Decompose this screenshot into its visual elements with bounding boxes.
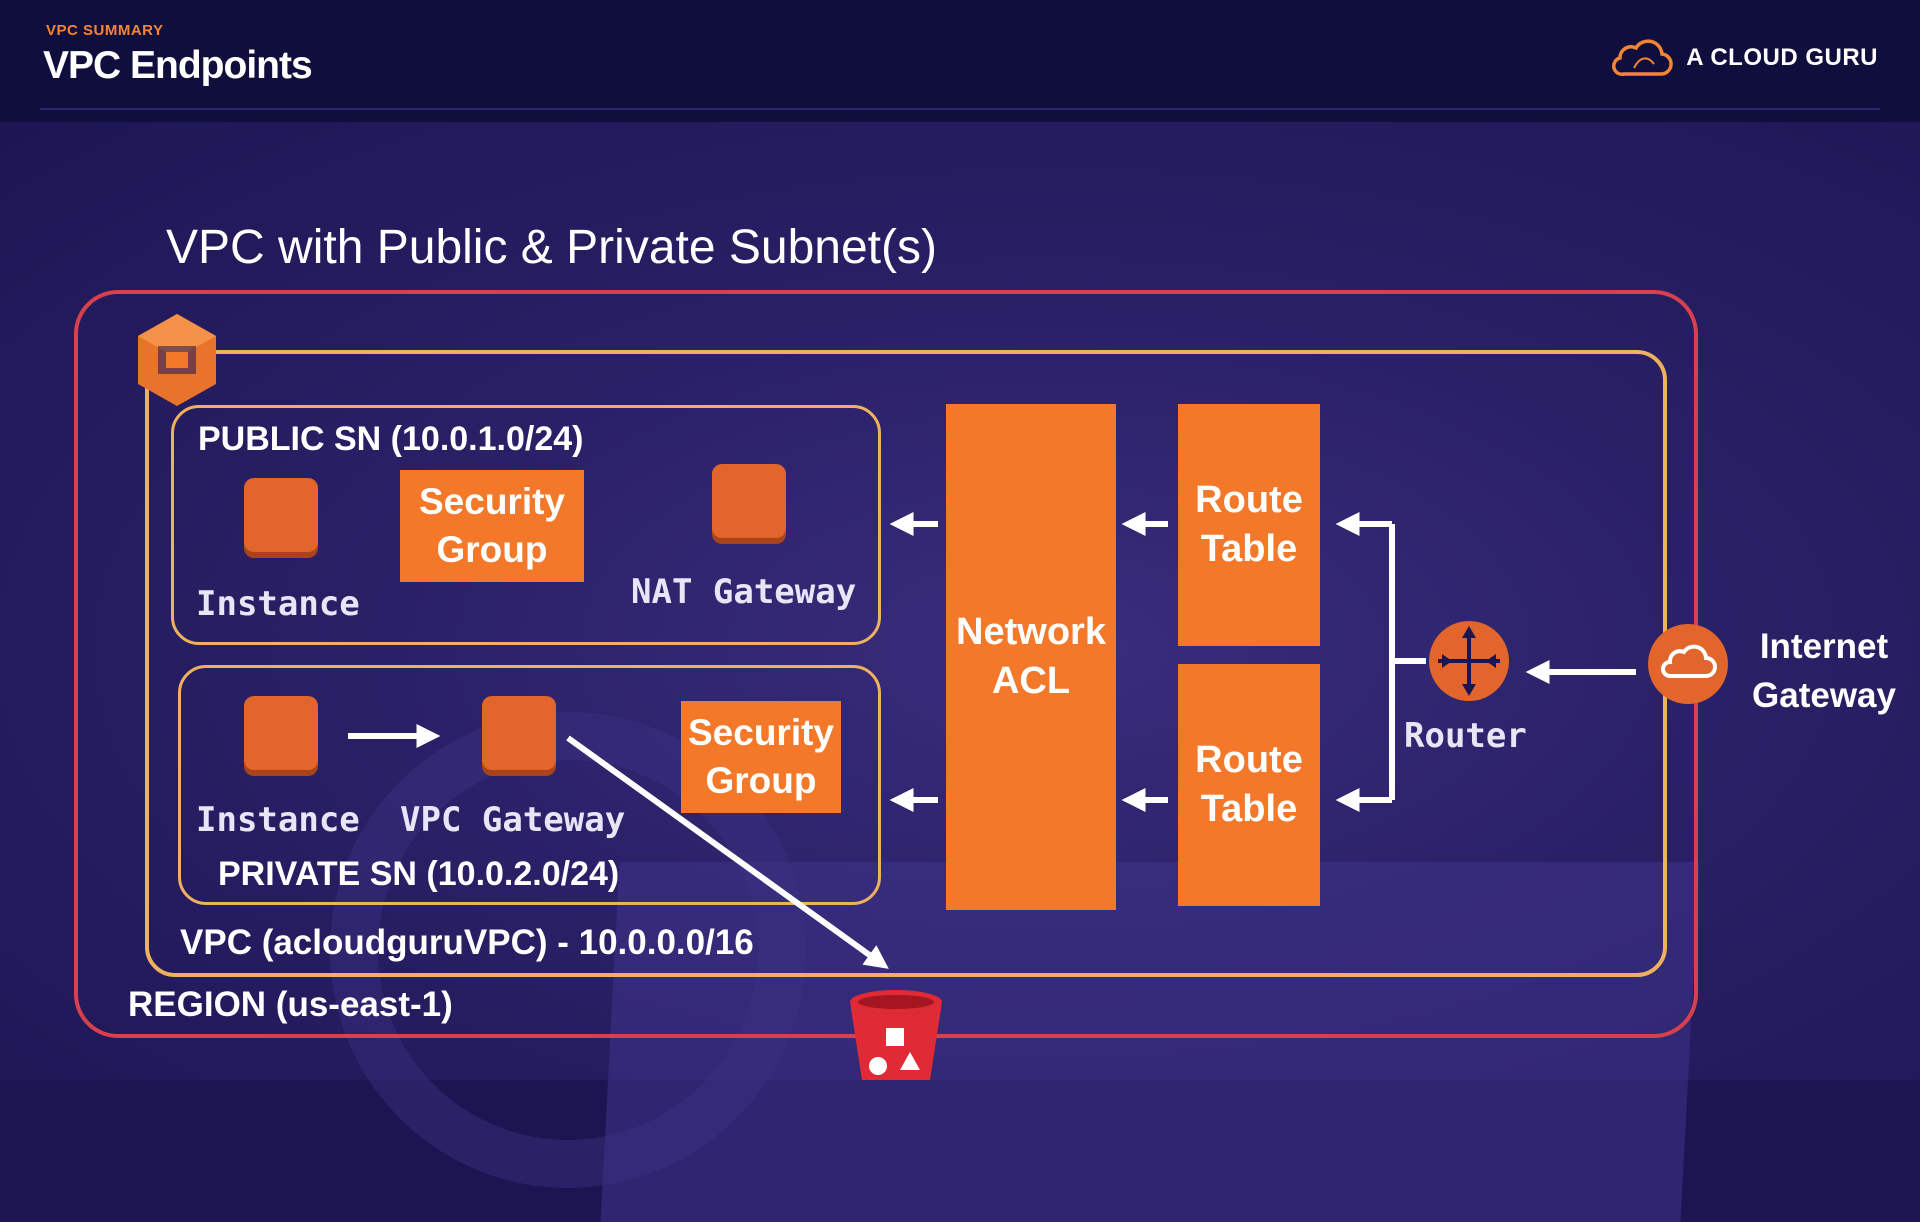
- private-subnet-label: PRIVATE SN (10.0.2.0/24): [218, 855, 620, 893]
- cloud-logo-icon: [1612, 39, 1673, 76]
- vpc-gateway-label: VPC Gateway: [400, 800, 626, 840]
- slide-title: VPC Endpoints: [43, 44, 313, 87]
- network-acl: Network ACL: [946, 404, 1116, 910]
- vpc-label: VPC (acloudguruVPC) - 10.0.0.0/16: [180, 923, 754, 962]
- public-instance-label: Instance: [196, 584, 360, 624]
- public-subnet-box: [171, 405, 881, 645]
- connector-arrows: [348, 512, 1636, 969]
- arrow-vpc-gateway-to-s3: [566, 735, 889, 969]
- diagram-heading: VPC with Public & Private Subnet(s): [166, 221, 937, 274]
- brand-name: A CLOUD GURU: [1686, 44, 1878, 71]
- region-label: REGION (us-east-1): [128, 985, 453, 1024]
- router-label: Router: [1404, 716, 1527, 756]
- bracket-router-to-route-tables: [1389, 524, 1426, 800]
- private-security-group: Security Group: [681, 701, 841, 813]
- header-divider: [40, 108, 1880, 110]
- router-icon: [1429, 621, 1509, 701]
- public-subnet-label: PUBLIC SN (10.0.1.0/24): [198, 420, 584, 458]
- internet-gateway-label: Internet Gateway: [1752, 627, 1896, 715]
- section-kicker: VPC SUMMARY: [46, 22, 164, 39]
- nat-gateway-label: NAT Gateway: [631, 572, 857, 612]
- route-table-bottom: Route Table: [1178, 664, 1320, 906]
- private-subnet-box: [178, 665, 881, 905]
- private-instance-icon: [244, 696, 318, 770]
- internet-gateway-icon: [1648, 624, 1728, 704]
- public-security-group: Security Group: [400, 470, 584, 582]
- private-instance-label: Instance: [196, 800, 360, 840]
- public-instance-icon: [244, 478, 318, 552]
- nat-gateway-icon: [712, 464, 786, 538]
- s3-bucket-icon: [850, 990, 942, 1080]
- brand: A CLOUD GURU: [1610, 38, 1878, 78]
- header-bar: VPC SUMMARY VPC Endpoints A CLOUD GURU: [0, 0, 1920, 122]
- vpc-icon: [138, 314, 216, 406]
- route-table-top: Route Table: [1178, 404, 1320, 646]
- vpc-gateway-icon: [482, 696, 556, 770]
